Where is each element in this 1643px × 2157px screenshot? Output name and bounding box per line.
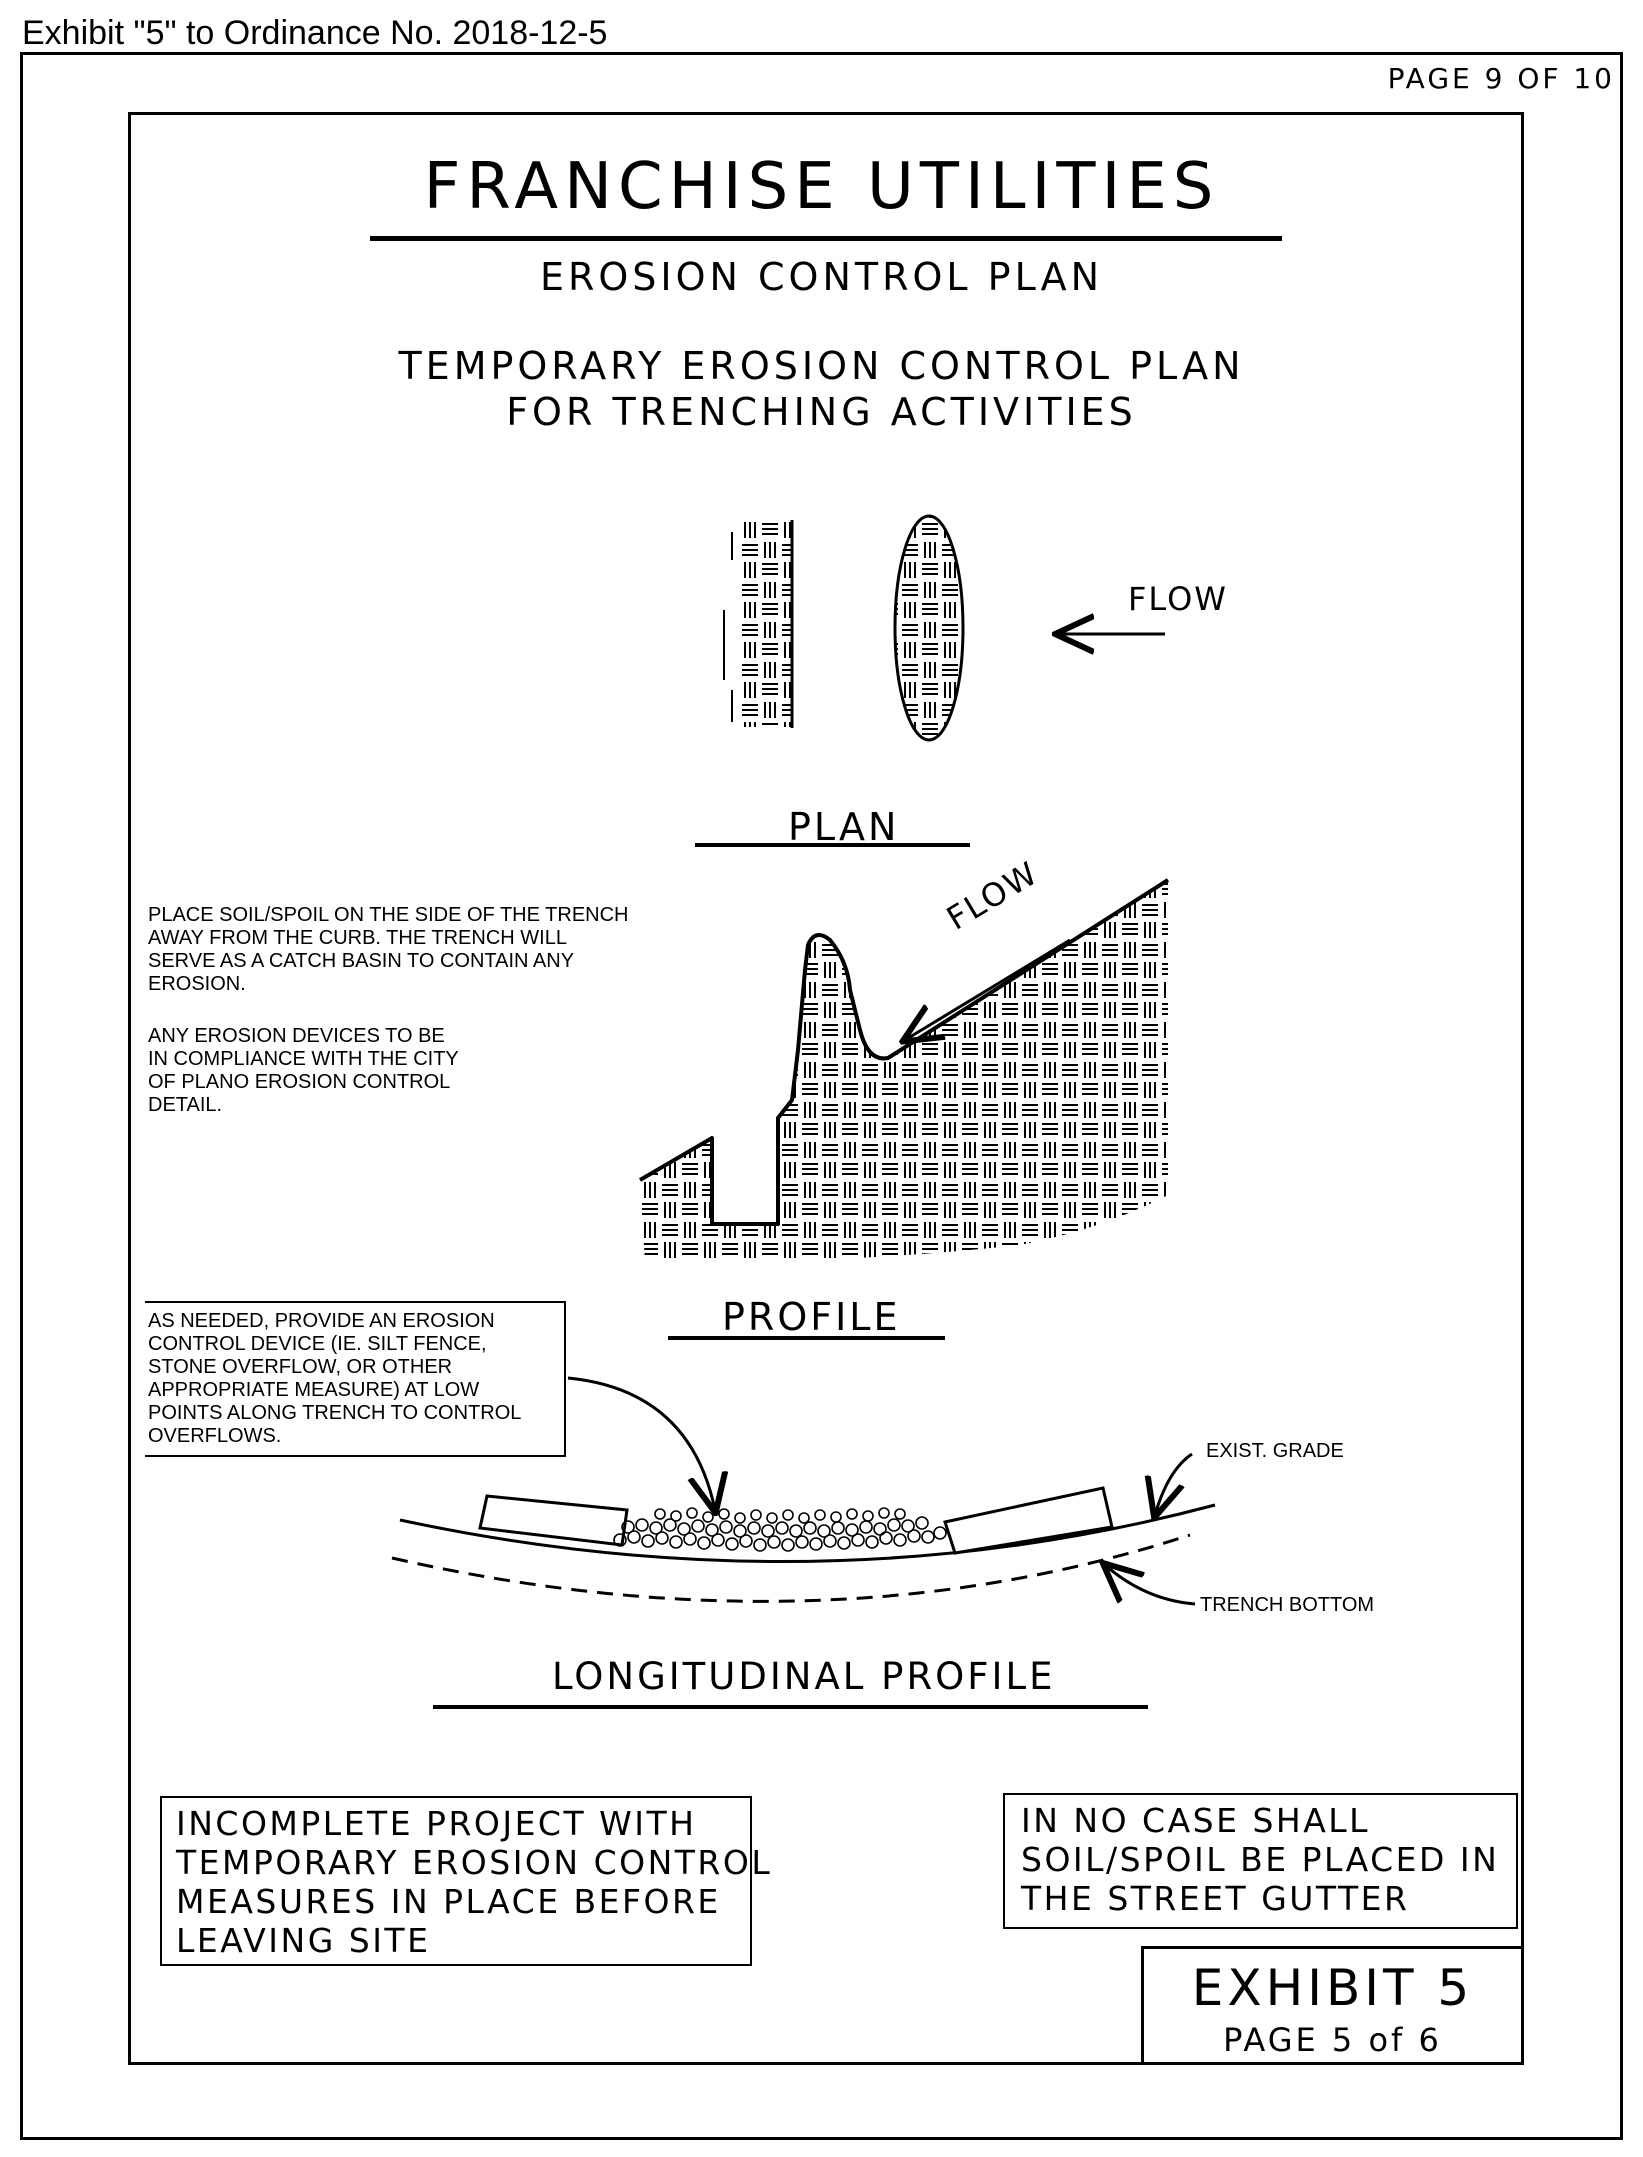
exist-grade-label: EXIST. GRADE <box>1206 1440 1344 1462</box>
incomplete-project-box: INCOMPLETE PROJECT WITH TEMPORARY EROSIO… <box>160 1796 770 1966</box>
plan-caption: PLAN <box>788 805 900 849</box>
plan-flow-label: FLOW <box>1128 580 1228 618</box>
subtitle: EROSION CONTROL PLAN <box>539 255 1104 299</box>
trench-bottom-label: TRENCH BOTTOM <box>1200 1594 1375 1616</box>
trench-profile <box>638 878 1170 1262</box>
exhibit-title-block: EXHIBIT 5 PAGE 5 of 6 <box>1141 1946 1524 2065</box>
main-title: FRANCHISE UTILITIES <box>423 150 1220 224</box>
street-gutter-text: IN NO CASE SHALL SOIL/SPOIL BE PLACED IN… <box>1021 1801 1500 1918</box>
heading-line-2: FOR TRENCHING ACTIVITIES <box>506 390 1137 434</box>
street-gutter-box: IN NO CASE SHALL SOIL/SPOIL BE PLACED IN… <box>1003 1793 1518 1929</box>
page-indicator: PAGE 9 OF 10 <box>1387 62 1615 95</box>
longitudinal-profile <box>391 1376 1216 1606</box>
drawing-sheet-border <box>20 52 1623 2140</box>
trench-plan <box>893 514 965 742</box>
exhibit-page: PAGE 5 of 6 <box>1223 2021 1442 2059</box>
spoil-pile-plan <box>723 520 794 728</box>
document-header: Exhibit "5" to Ordinance No. 2018-12-5 <box>22 14 608 52</box>
longitudinal-caption: LONGITUDINAL PROFILE <box>552 1655 1056 1698</box>
longitudinal-note: AS NEEDED, PROVIDE AN EROSION CONTROL DE… <box>148 1310 522 1447</box>
title-underline <box>370 236 1282 241</box>
soil-pile-right <box>943 1486 1114 1555</box>
incomplete-project-text: INCOMPLETE PROJECT WITH TEMPORARY EROSIO… <box>176 1804 773 1960</box>
heading-line-1: TEMPORARY EROSION CONTROL PLAN <box>398 344 1245 388</box>
profile-note-compliance: ANY EROSION DEVICES TO BE IN COMPLIANCE … <box>148 1025 459 1116</box>
exhibit-title: EXHIBIT 5 <box>1191 1959 1474 2017</box>
stone-overflow <box>613 1507 947 1552</box>
profile-flow-arrow <box>905 938 1071 1040</box>
drawing-frame <box>128 112 1524 2065</box>
profile-note-soil-placement: PLACE SOIL/SPOIL ON THE SIDE OF THE TREN… <box>148 904 629 995</box>
note-bracket <box>145 1301 566 1457</box>
profile-caption: PROFILE <box>722 1295 901 1339</box>
